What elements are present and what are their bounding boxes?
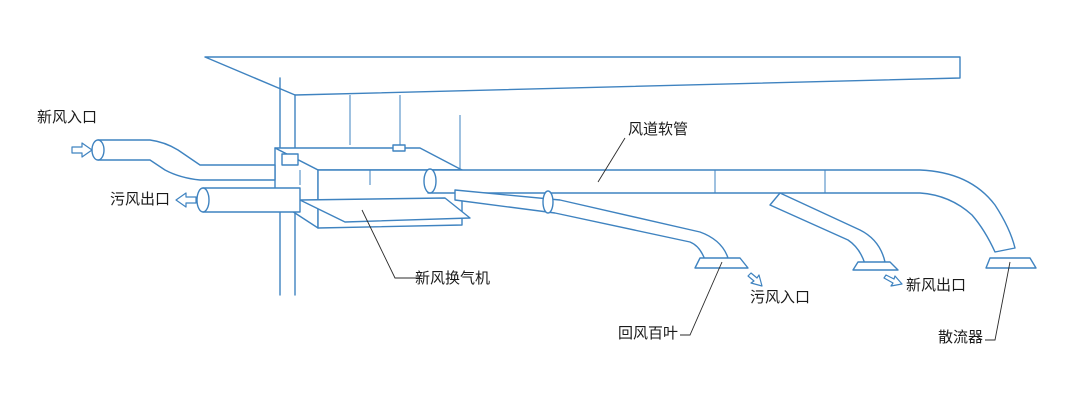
fresh-air-inlet-label: 新风入口: [37, 108, 98, 126]
air-duct-hose-leader: [597, 137, 626, 183]
diffuser-shape-small: [852, 261, 899, 271]
exhaust-outlet-arrow-icon: [175, 192, 197, 208]
diffuser-leader: [985, 261, 1011, 341]
main-air-duct: [423, 168, 1016, 253]
fresh-air-outlet-label: 新风出口: [906, 276, 967, 294]
return-grille-label: 回风百叶: [618, 324, 679, 342]
exhaust-inlet-arrow-icon: [747, 272, 763, 287]
exhaust-outlet-duct: [196, 187, 301, 213]
fresh-air-inlet-duct: [91, 139, 276, 181]
air-duct-hose-label: 风道软管: [628, 120, 689, 138]
fresh-air-outlet-arrow-icon: [883, 274, 903, 287]
fresh-air-inlet-arrow-icon: [71, 142, 93, 158]
return-grille-leader: [680, 261, 723, 336]
fresh-air-unit-label: 新风换气机: [415, 269, 491, 287]
exhaust-outlet-label: 污风出口: [110, 190, 171, 208]
return-branch-duct: [454, 189, 729, 261]
exhaust-inlet-label: 污风入口: [750, 288, 811, 306]
fresh-air-unit-leader: [361, 209, 420, 279]
diffuser-label: 散流器: [938, 328, 984, 346]
diffuser-branch-duct: [769, 192, 886, 265]
diffuser-shape: [985, 257, 1037, 269]
